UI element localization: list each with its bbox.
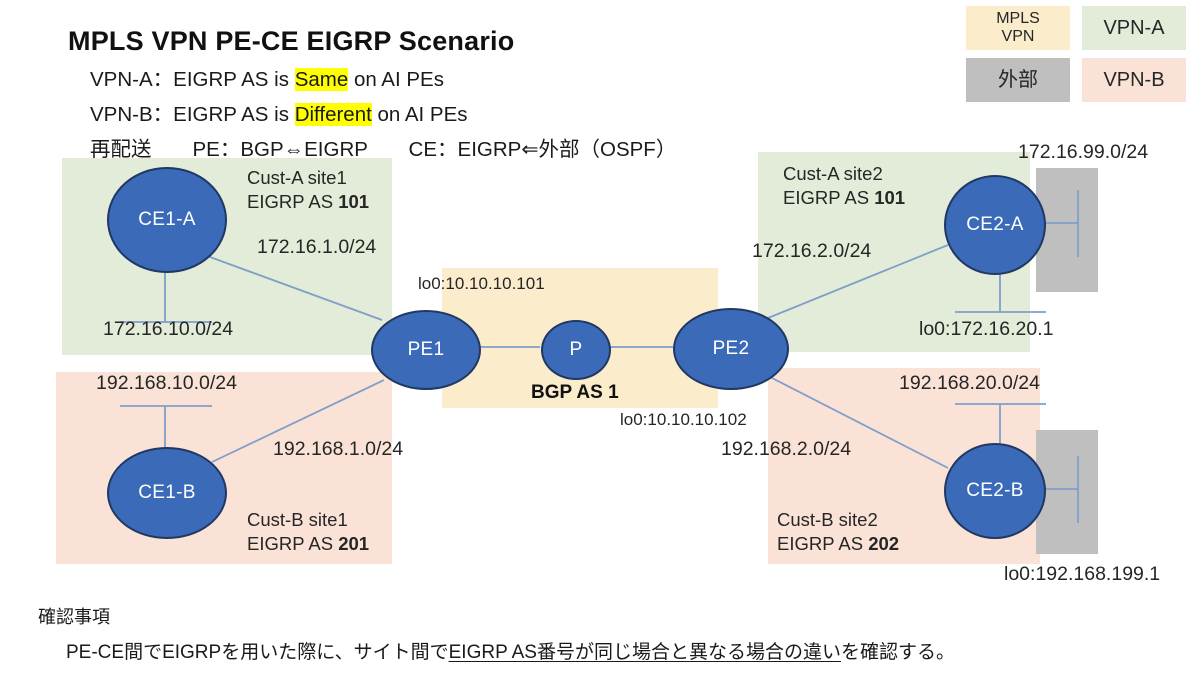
- label-lo0-ce2a: lo0:172.16.20.1: [919, 318, 1054, 340]
- node-ce2-b-label: CE2-B: [966, 480, 1024, 501]
- node-ce2-a[interactable]: CE2-A: [944, 175, 1046, 275]
- title-vpn-b-highlight: Different: [294, 103, 372, 126]
- label-lan-ce2b: 192.168.20.0/24: [899, 372, 1040, 394]
- footer-body-underline: EIGRP AS番号が同じ場合と異なる場合の違い: [448, 642, 841, 663]
- title-vpn-a-highlight: Same: [294, 68, 349, 91]
- legend-mpls-vpn: MPLS VPN: [966, 6, 1070, 50]
- page-title: MPLS VPN PE-CE EIGRP Scenario: [68, 26, 515, 56]
- footer-body-post: を確認する。: [840, 642, 955, 663]
- footer-body-pre: PE-CE間でEIGRPを用いた際に、サイト間で: [66, 642, 449, 663]
- legend-vpn-a: VPN-A: [1082, 6, 1186, 50]
- caption-cust-b-site1-name: Cust-B site1: [247, 509, 348, 530]
- title-block: MPLS VPN PE-CE EIGRP Scenario VPN-A：EIGR…: [68, 26, 676, 162]
- legend-vpn-a-label: VPN-A: [1103, 16, 1165, 39]
- caption-cust-b-site1: Cust-B site1 EIGRP AS 201: [247, 508, 369, 557]
- caption-cust-a-site2: Cust-A site2 EIGRP AS 101: [783, 162, 905, 211]
- label-bgp-as: BGP AS 1: [531, 382, 619, 403]
- node-pe1-label: PE1: [407, 339, 445, 360]
- footer-body: PE-CE間でEIGRPを用いた際に、サイト間でEIGRP AS番号が同じ場合と…: [38, 637, 955, 664]
- footer-heading: 確認事項: [38, 607, 110, 627]
- node-ce1-a-label: CE1-A: [138, 209, 196, 230]
- label-lan-ce1a: 172.16.10.0/24: [103, 318, 234, 340]
- caption-cust-b-site1-as-label: EIGRP AS: [247, 533, 339, 555]
- label-link-pe2-ce2a: 172.16.2.0/24: [752, 240, 872, 262]
- caption-cust-b-site2-name: Cust-B site2: [777, 509, 878, 530]
- title-line-vpn-a: VPN-A：EIGRP AS is Same on AI PEs: [68, 62, 676, 92]
- external-network-box-b: [1036, 430, 1098, 554]
- label-lo0-ce2b: lo0:192.168.199.1: [1004, 563, 1161, 585]
- external-network-box-a: [1036, 168, 1098, 292]
- title-line-vpn-b: VPN-B：EIGRP AS is Different on AI PEs: [68, 97, 676, 127]
- legend-external: 外部: [966, 58, 1070, 102]
- label-lan-ce1b: 192.168.10.0/24: [96, 372, 237, 394]
- caption-cust-a-site2-as-label: EIGRP AS: [783, 187, 875, 209]
- label-link-ce1a-pe1: 172.16.1.0/24: [257, 236, 377, 258]
- label-link-ce1b-pe1: 192.168.1.0/24: [273, 438, 404, 460]
- caption-cust-b-site2-as: 202: [868, 533, 900, 555]
- node-pe2[interactable]: PE2: [673, 308, 789, 390]
- caption-cust-a-site1-name: Cust-A site1: [247, 167, 347, 188]
- node-ce2-a-label: CE2-A: [966, 214, 1024, 235]
- label-lo0-pe1: lo0:10.10.10.101: [418, 274, 545, 293]
- title-line-redistribution: 再配送 PE：BGP⇔EIGRP CE：EIGRP⇐外部（OSPF）: [90, 138, 677, 161]
- title-vpn-b-pre: VPN-B：EIGRP AS is: [90, 103, 295, 126]
- legend-mpls-line2: VPN: [1001, 28, 1035, 45]
- zone-vpn-b-site1: [56, 372, 392, 564]
- label-external-ce2a: 172.16.99.0/24: [1018, 141, 1149, 163]
- title-vpn-b-post: on AI PEs: [371, 103, 468, 126]
- legend-vpn-b-label: VPN-B: [1103, 68, 1165, 91]
- footer-notes: 確認事項 PE-CE間でEIGRPを用いた際に、サイト間でEIGRP AS番号が…: [38, 603, 955, 664]
- label-lo0-pe2: lo0:10.10.10.102: [620, 410, 747, 429]
- caption-cust-b-site2-as-label: EIGRP AS: [777, 533, 869, 555]
- legend-mpls-line1: MPLS: [996, 9, 1040, 27]
- caption-cust-b-site2: Cust-B site2 EIGRP AS 202: [777, 508, 899, 557]
- node-p[interactable]: P: [541, 320, 611, 380]
- node-ce1-b[interactable]: CE1-B: [107, 447, 227, 539]
- title-vpn-a-post: on AI PEs: [348, 68, 444, 91]
- title-vpn-a-pre: VPN-A：EIGRP AS is: [90, 68, 295, 91]
- caption-cust-a-site1-as-label: EIGRP AS: [247, 191, 339, 213]
- caption-cust-b-site1-as: 201: [338, 533, 370, 555]
- caption-cust-a-site1-as: 101: [338, 191, 370, 213]
- node-ce2-b[interactable]: CE2-B: [944, 443, 1046, 539]
- caption-cust-a-site2-name: Cust-A site2: [783, 163, 883, 184]
- legend-external-label: 外部: [998, 68, 1038, 91]
- node-ce1-a[interactable]: CE1-A: [107, 167, 227, 273]
- legend-vpn-b: VPN-B: [1082, 58, 1186, 102]
- node-ce1-b-label: CE1-B: [138, 482, 196, 503]
- node-pe1[interactable]: PE1: [371, 310, 481, 390]
- label-link-pe2-ce2b: 192.168.2.0/24: [721, 438, 852, 460]
- node-p-label: P: [569, 339, 583, 360]
- caption-cust-a-site2-as: 101: [874, 187, 906, 209]
- node-pe2-label: PE2: [712, 338, 750, 359]
- caption-cust-a-site1: Cust-A site1 EIGRP AS 101: [247, 166, 369, 215]
